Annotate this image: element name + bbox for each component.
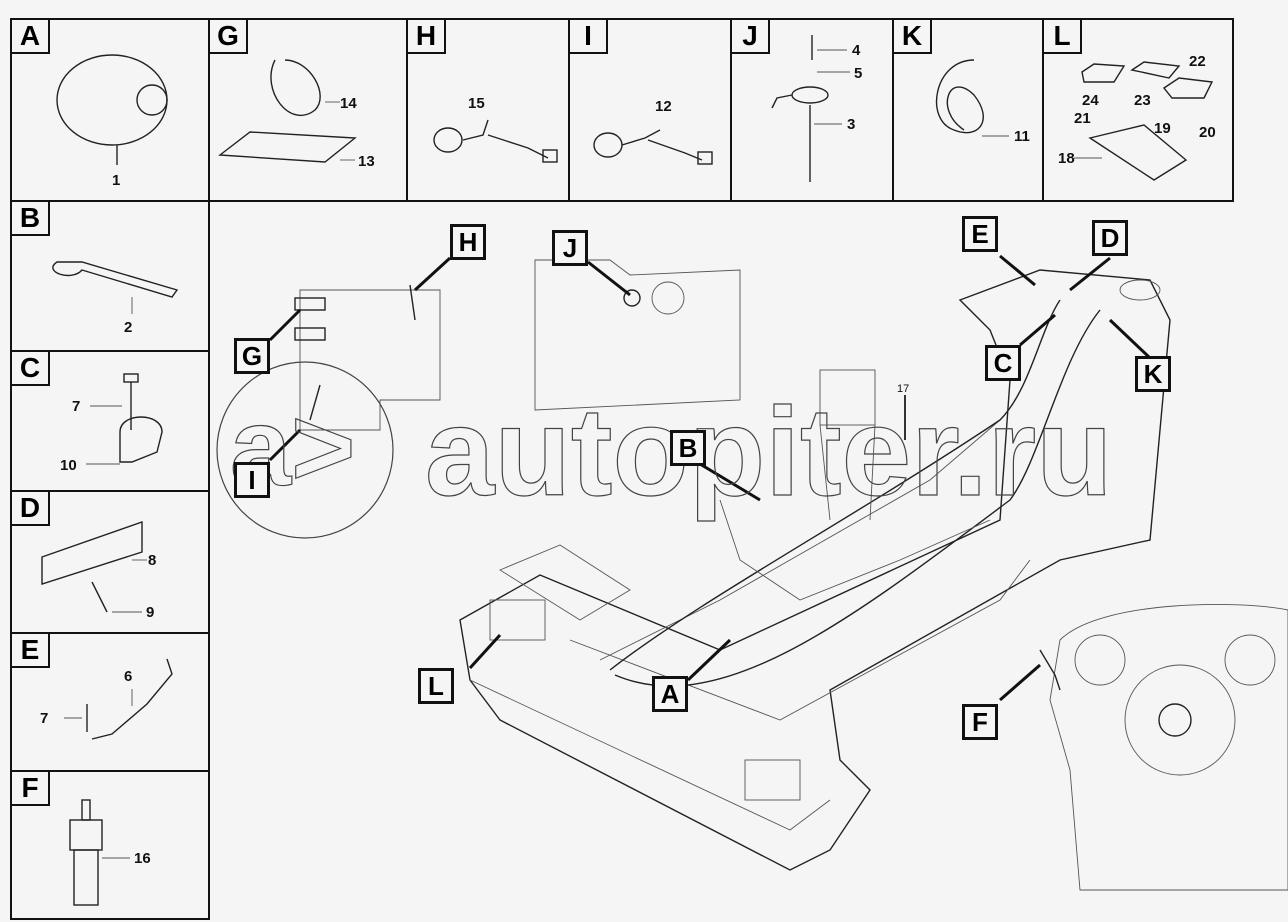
panel-label: E <box>12 634 50 668</box>
panel-label: I <box>570 20 608 54</box>
cable-tie-drawing <box>52 261 179 314</box>
panel-label: C <box>12 352 50 386</box>
part-17-label: 17 <box>897 383 910 395</box>
clip-bolt-drawing <box>86 373 163 465</box>
harness-drawing <box>593 129 713 165</box>
panel-d: D 8 9 <box>10 490 210 634</box>
callout-g: G <box>234 338 270 374</box>
panel-f: F 16 <box>10 770 210 920</box>
lamp-drawing <box>1074 61 1214 181</box>
tank-drawing <box>534 259 741 411</box>
gearbox-drawing <box>1039 604 1288 891</box>
panel-label: B <box>12 202 50 236</box>
panel-b: B 2 <box>10 200 210 352</box>
callout-l: L <box>418 668 454 704</box>
callout-h: H <box>450 224 486 260</box>
callout-f: F <box>962 704 998 740</box>
callout-j: J <box>552 230 588 266</box>
panel-label: L <box>1044 20 1082 54</box>
callout-c: C <box>985 345 1021 381</box>
temp-sensor-drawing <box>69 799 130 906</box>
panel-label: H <box>408 20 446 54</box>
callout-k: K <box>1135 356 1171 392</box>
leader-lines <box>268 254 1152 702</box>
panel-g: G 14 13 <box>208 18 408 202</box>
sensor-drawing <box>56 54 168 165</box>
callout-b: B <box>670 430 706 466</box>
callout-d: D <box>1092 220 1128 256</box>
panel-label: G <box>210 20 248 54</box>
callout-e: E <box>962 216 998 252</box>
tie-drawing <box>935 59 1009 137</box>
fuel-sender-drawing <box>771 35 850 182</box>
panel-l: L 22 24 23 21 19 20 18 <box>1042 18 1234 202</box>
panel-e: E 6 7 <box>10 632 210 772</box>
panel-label: F <box>12 772 50 806</box>
ground-cable-drawing <box>64 658 173 740</box>
panel-c: C 7 10 <box>10 350 210 492</box>
panel-i: I 12 <box>568 18 732 202</box>
panel-label: K <box>894 20 932 54</box>
harness-drawing <box>433 119 558 163</box>
watermark-logo: a> autopiter.ru <box>216 361 1110 539</box>
panel-label: A <box>12 20 50 54</box>
panel-k: K 11 <box>892 18 1044 202</box>
svg-text:autopiter.ru: autopiter.ru <box>425 383 1110 522</box>
panel-a: A 1 <box>10 18 210 202</box>
clamp-drawing <box>218 59 357 163</box>
callout-a: A <box>652 676 688 712</box>
panel-label: J <box>732 20 770 54</box>
holder-drawing <box>41 521 147 613</box>
callout-i: I <box>234 462 270 498</box>
panel-h: H 15 <box>406 18 570 202</box>
panel-j: J 4 5 3 <box>730 18 894 202</box>
panel-label: D <box>12 492 50 526</box>
